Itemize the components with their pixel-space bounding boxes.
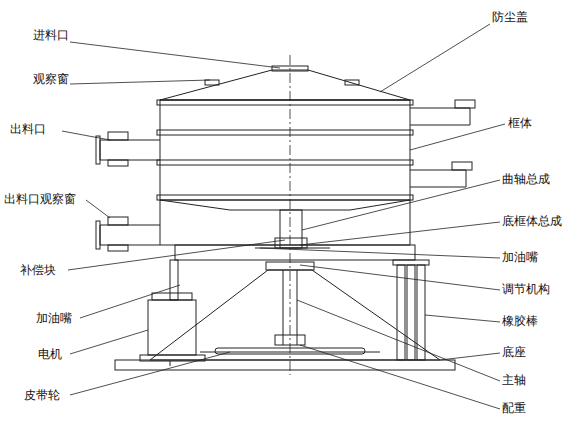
part-label: 配重 (502, 401, 526, 415)
part-label: 曲轴总成 (502, 172, 550, 186)
part-label: 底框体总成 (502, 214, 562, 228)
part-label: 出料口 (10, 122, 46, 136)
part-label: 主轴 (502, 373, 526, 387)
part-label: 底座 (502, 345, 526, 359)
part-label: 橡胶棒 (502, 314, 538, 328)
part-label: 框体 (508, 116, 532, 130)
part-label: 出料口观察窗 (4, 192, 76, 206)
part-label: 进料口 (33, 28, 69, 42)
part-label: 电机 (38, 347, 62, 361)
part-label: 调节机构 (502, 282, 550, 296)
part-label: 加油嘴 (502, 250, 538, 264)
part-label: 防尘盖 (492, 10, 528, 24)
part-label: 观察窗 (33, 72, 69, 86)
part-label: 加油嘴 (36, 311, 72, 325)
part-label: 补偿块 (20, 263, 56, 277)
part-label: 皮带轮 (24, 388, 60, 402)
